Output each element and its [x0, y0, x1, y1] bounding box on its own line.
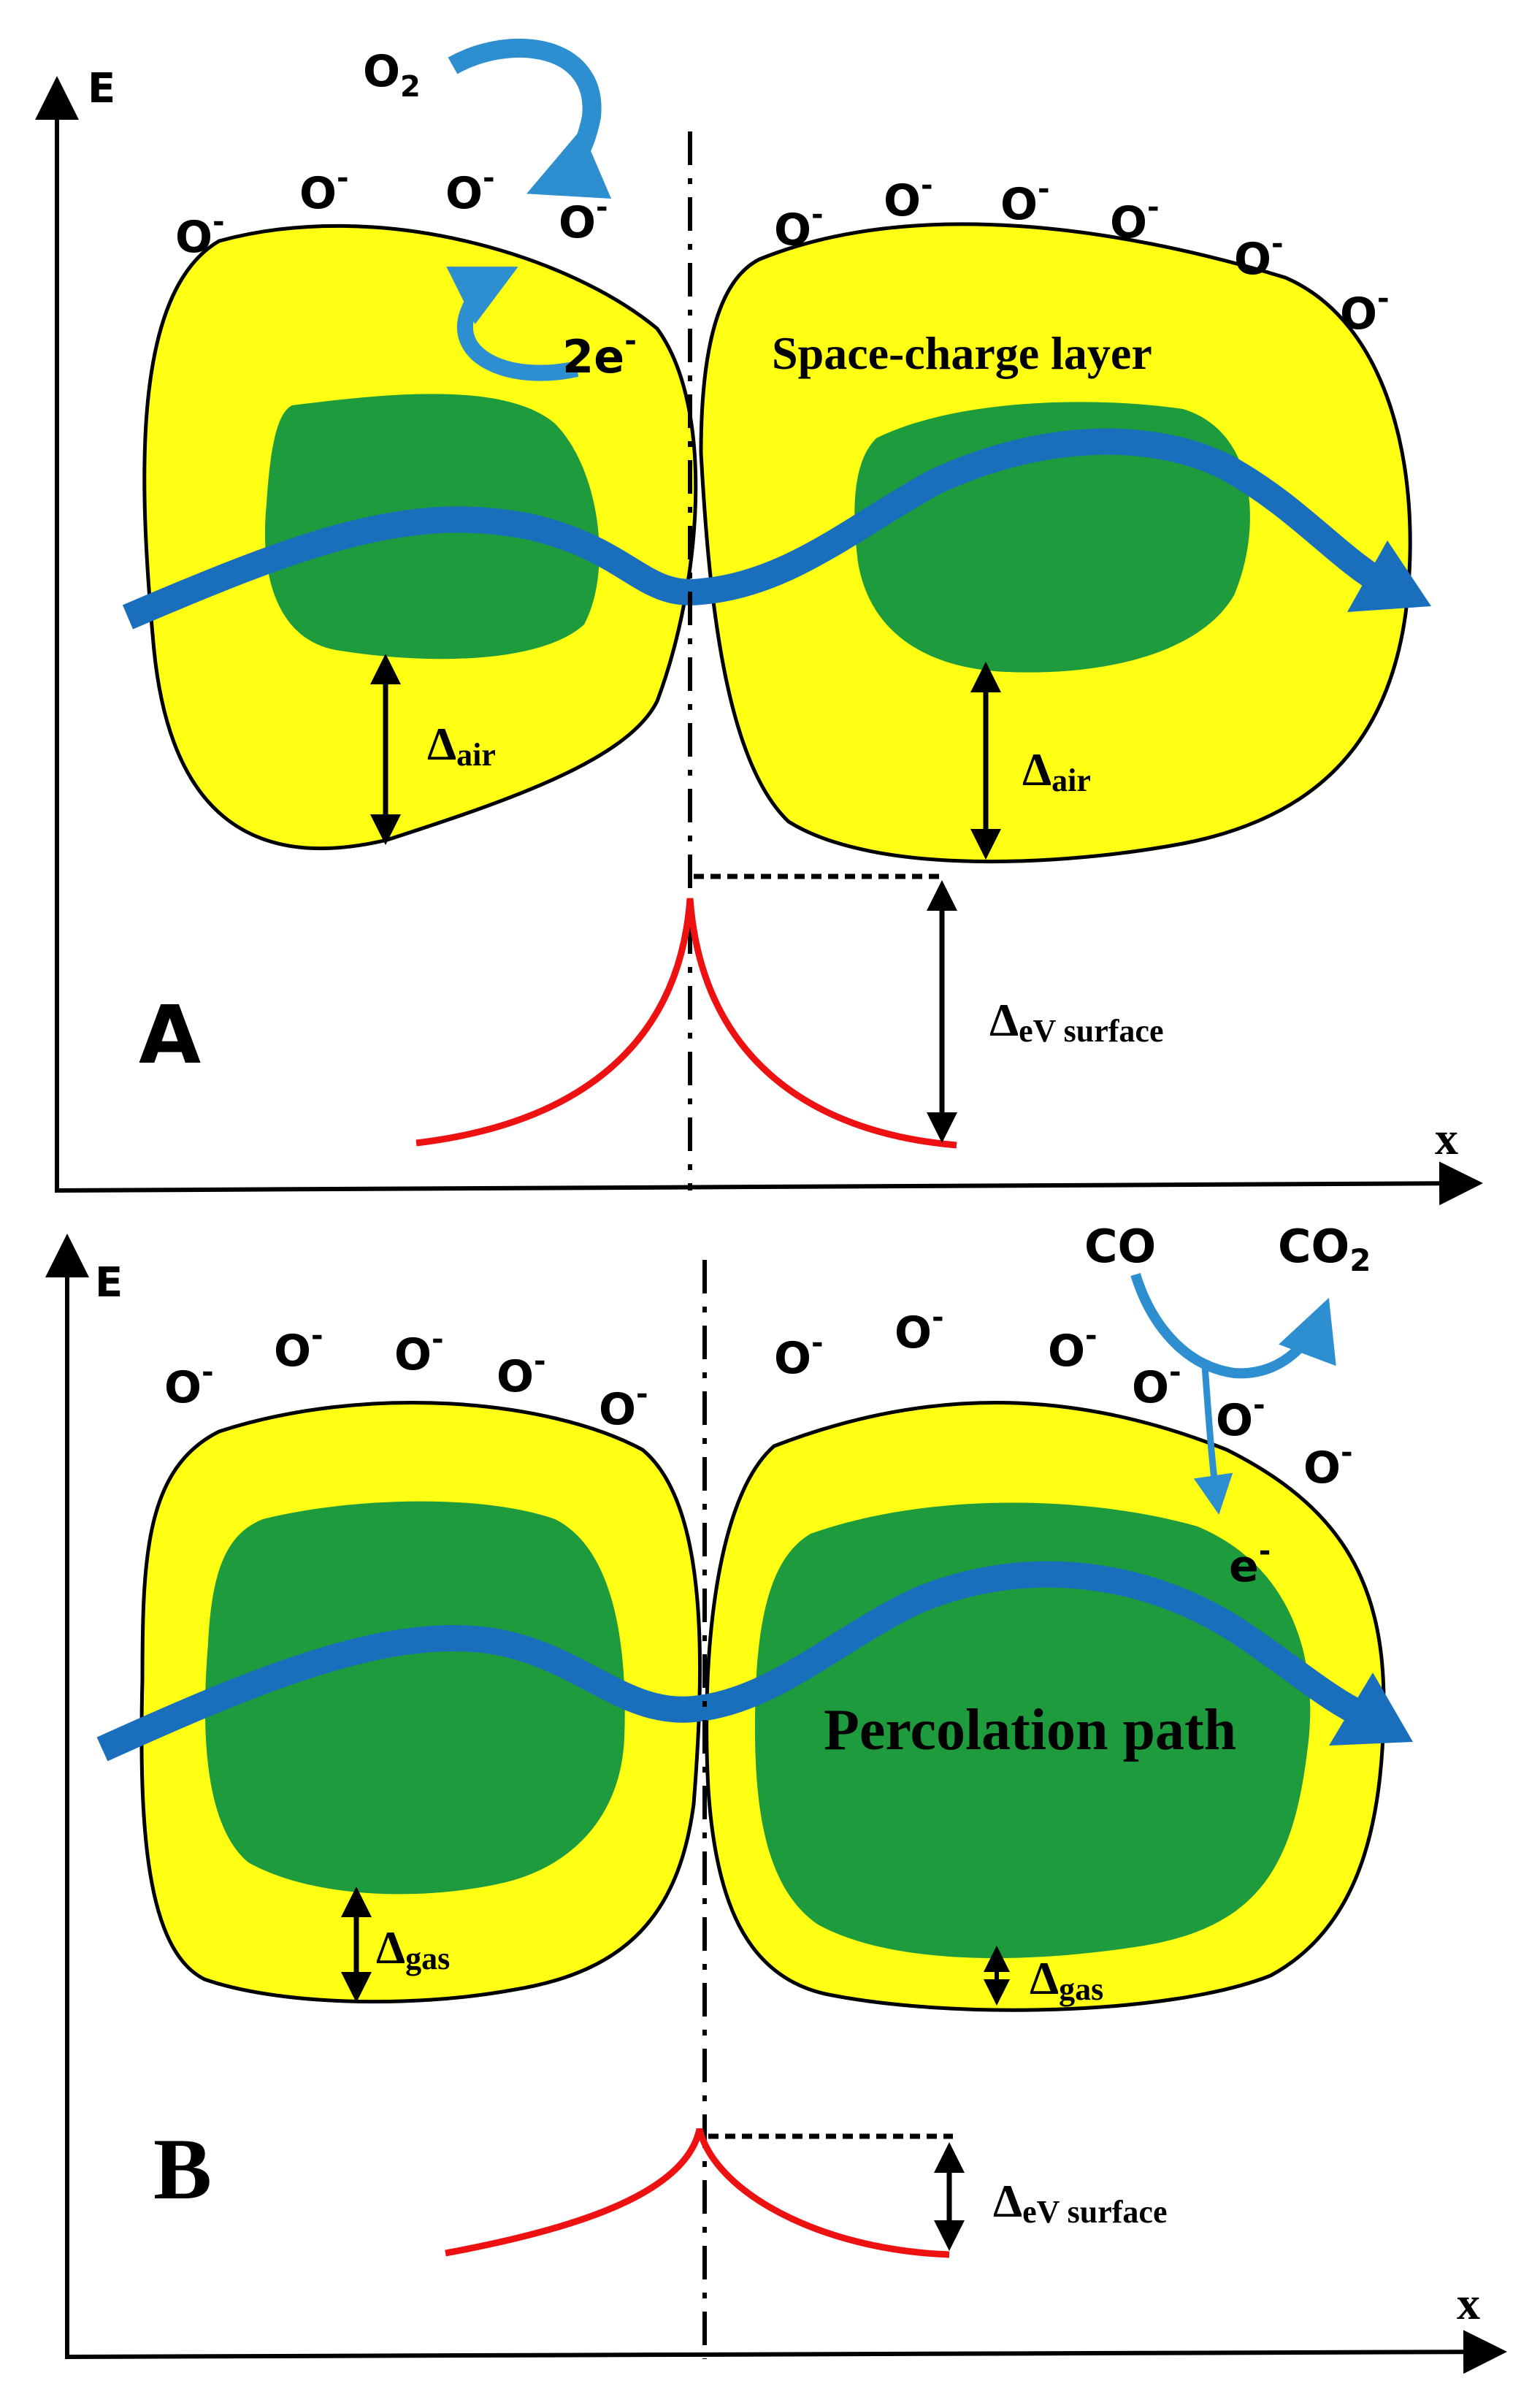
adsorbed-oxygen-ion: O- [1216, 1388, 1265, 1446]
panel-b-y-axis-label: E [95, 1259, 123, 1307]
panel-a-o2-adsorption-arrow [448, 38, 612, 199]
panel-b-barrier-height-label: ΔeV surface [993, 2175, 1167, 2230]
adsorbed-oxygen-ion: O- [1303, 1436, 1353, 1494]
panel-b-x-axis [64, 2330, 1507, 2374]
panel-b-conduction-path-arrow [96, 1561, 1365, 1762]
panel-a-left-delta-label: Δair [427, 718, 496, 773]
panel-a-barrier-height-label: ΔeV surface [989, 994, 1163, 1049]
adsorbed-oxygen-ion: O- [599, 1377, 648, 1435]
panel-b: E x CO CO2 e- Percolation path O-O-O-O-O… [45, 1220, 1507, 2374]
panel-a-electron-transfer-arrow [446, 267, 579, 381]
adsorbed-oxygen-ion: O- [1110, 191, 1160, 248]
adsorbed-oxygen-ion: O- [394, 1323, 444, 1380]
panel-a-right-delta-label: Δair [1022, 744, 1091, 798]
adsorbed-oxygen-ion: O- [774, 1326, 824, 1384]
panel-b-product-label: CO2 [1278, 1220, 1371, 1278]
panel-a-oxygen-label: O2 [363, 46, 421, 104]
panel-a-conduction-path-arrow [122, 428, 1381, 630]
panel-a: E x O2 2e- Space-charge layer O-O-O-O-O-… [35, 38, 1483, 1206]
adsorbed-oxygen-ion: O- [274, 1319, 323, 1377]
panel-a-conduction-path-arrowhead [1347, 540, 1431, 612]
panel-b-electron-release-arrow [1193, 1365, 1233, 1515]
panel-b-x-axis-label: x [1457, 2277, 1480, 2329]
panel-b-left-grain-core [204, 1501, 625, 1895]
adsorbed-oxygen-ion: O- [884, 169, 933, 226]
panel-b-co-oxidation-arrow [1130, 1272, 1336, 1379]
adsorbed-oxygen-ion: O- [1048, 1319, 1097, 1377]
panel-b-surface-barrier-curve [445, 2128, 950, 2258]
panel-a-label: A [139, 988, 201, 1082]
panel-b-electron-label: e- [1229, 1534, 1271, 1592]
panel-a-x-axis-label: x [1435, 1112, 1458, 1164]
panel-b-percolation-path-label: Percolation path [824, 1698, 1236, 1762]
panel-a-surface-barrier-curve [415, 898, 957, 1149]
adsorbed-oxygen-ion: O- [1340, 282, 1390, 340]
panel-a-space-charge-label: Space-charge layer [772, 327, 1152, 379]
panel-b-label: B [153, 2120, 212, 2217]
adsorbed-oxygen-ion: O- [1132, 1356, 1181, 1413]
panel-b-left-delta-label: Δgas [376, 1922, 450, 1976]
panel-a-x-axis [54, 1161, 1483, 1206]
panel-b-conduction-path-arrowhead [1329, 1673, 1413, 1746]
panel-a-y-axis-label: E [88, 65, 115, 112]
adsorbed-oxygen-ion: O- [559, 191, 608, 248]
adsorbed-oxygen-ion: O- [175, 205, 225, 263]
panel-a-adsorbed-ions: O- O- O- O- O- O- O- O- O- O- [175, 161, 1390, 340]
panel-b-adsorbed-ions: O- O- O- O- O- O- O- O- O- O- O- [164, 1301, 1353, 1494]
adsorbed-oxygen-ion: O- [894, 1301, 944, 1358]
adsorbed-oxygen-ion: O- [497, 1345, 546, 1402]
adsorbed-oxygen-ion: O- [445, 161, 495, 219]
adsorbed-oxygen-ion: O- [1000, 172, 1050, 230]
panel-b-reactant-label: CO [1084, 1220, 1156, 1273]
adsorbed-oxygen-ion: O- [774, 198, 824, 256]
adsorbed-oxygen-ion: O- [299, 161, 349, 219]
adsorbed-oxygen-ion: O- [164, 1356, 214, 1413]
panel-b-right-delta-label: Δgas [1030, 1952, 1103, 2007]
panel-a-electrons-label: 2e- [562, 324, 637, 383]
adsorbed-oxygen-ion: O- [1234, 227, 1284, 285]
